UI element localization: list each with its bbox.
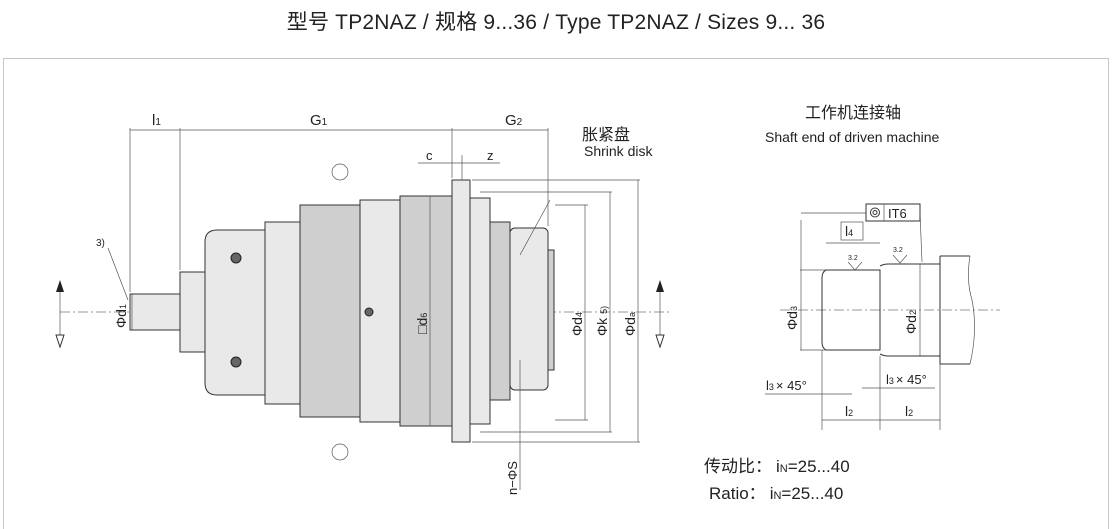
- dim-ns: n−ΦS: [505, 461, 520, 495]
- dim-d6: □d6: [414, 313, 430, 334]
- shrink-disk: [509, 227, 549, 391]
- driven-shaft: [765, 212, 975, 430]
- dim-k: Φk5): [594, 306, 610, 336]
- dim-g1: G1: [310, 112, 328, 129]
- dim-l2-left: l2: [845, 403, 853, 419]
- concentricity-icon: [870, 207, 880, 218]
- dim-l2-right: l2: [905, 403, 913, 419]
- dim-z: z: [487, 148, 494, 163]
- dim-l4: l4: [845, 223, 853, 239]
- dim-c: c: [426, 148, 433, 163]
- dim-l3-left: l3× 45°: [766, 378, 807, 393]
- drawing-title: 型号 TP2NAZ / 规格 9...36 / Type TP2NAZ / Si…: [286, 11, 826, 34]
- oil-plug-icon: [331, 443, 349, 461]
- input-shaft: [129, 293, 181, 331]
- dim-da: Φda: [622, 312, 638, 336]
- tolerance-value: IT6: [888, 206, 907, 221]
- roughness-1: 3.2: [848, 255, 858, 262]
- dim-d3: Φd3: [784, 306, 800, 330]
- dim-d2: Φd2: [903, 310, 919, 334]
- ratio-cn: 传动比：iN=25...40: [704, 457, 850, 476]
- dim-d1: Φd1: [113, 304, 129, 328]
- shrink-disk-label-en: Shrink disk: [584, 143, 653, 159]
- dimension-lines: [107, 128, 640, 490]
- shrink-disk-label-cn: 胀紧盘: [582, 125, 630, 144]
- gearbox-body: [129, 163, 555, 461]
- dim-g2: G2: [505, 112, 523, 129]
- shaft-title-en: Shaft end of driven machine: [765, 129, 940, 145]
- dim-l1: l1: [152, 112, 161, 129]
- dim-d4: Φd4: [569, 312, 585, 336]
- roughness-2: 3.2: [893, 247, 903, 254]
- note-3: 3): [96, 238, 105, 249]
- shaft-title-cn: 工作机连接轴: [805, 104, 901, 122]
- oil-plug-icon: [331, 163, 349, 181]
- view-arrow-left: [55, 280, 65, 349]
- view-arrow-right: [655, 280, 665, 349]
- drawing-frame: [3, 58, 1109, 529]
- dim-l3-right: l3× 45°: [886, 372, 927, 387]
- tolerance-frame: [865, 203, 921, 222]
- ratio-en: Ratio：iN=25...40: [709, 484, 843, 503]
